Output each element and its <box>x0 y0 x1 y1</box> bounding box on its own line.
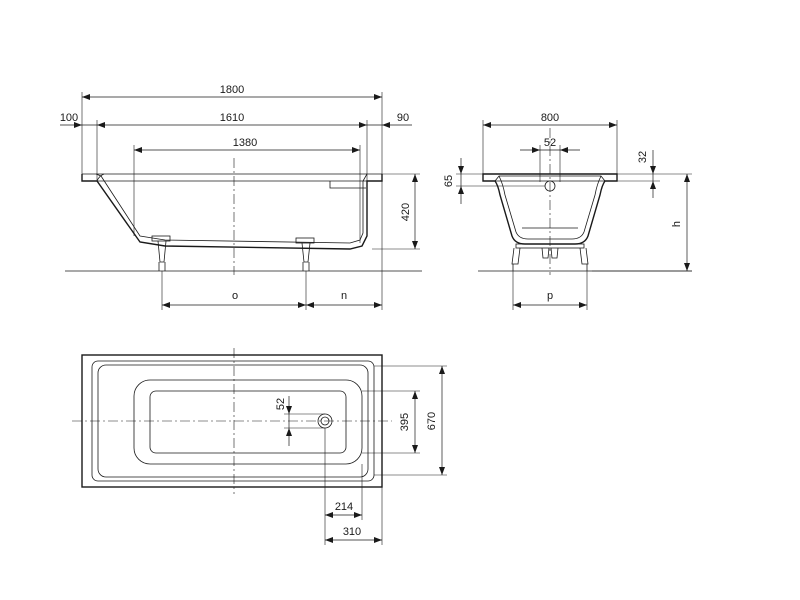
dim-inner-width-label: 670 <box>426 412 438 430</box>
plan-view-bottom-outer <box>133 379 363 465</box>
end-view: 800 52 65 32 h p <box>443 112 692 310</box>
dim-overflow-offset-label: 32 <box>637 151 649 163</box>
side-view-tub-outline <box>81 174 383 250</box>
dim-waste-offset-label: 214 <box>335 501 353 513</box>
dim-n-label: n <box>341 290 347 302</box>
dim-width-label: 800 <box>541 112 559 124</box>
dim-rim-left-label: 100 <box>60 112 78 124</box>
dim-inner-length-label: 1610 <box>220 112 244 124</box>
dim-end-waste-label: 52 <box>544 137 556 149</box>
dim-bottom-length-label: 1380 <box>233 137 257 149</box>
plan-view-waste-inner <box>320 416 330 426</box>
dim-rim-right-label: 90 <box>397 112 409 124</box>
dim-rim-height-label: 65 <box>443 175 455 187</box>
side-view-foot-left <box>151 235 171 271</box>
dim-plan-waste-label: 52 <box>275 398 287 410</box>
dim-o-label: o <box>232 290 238 302</box>
plan-view-bottom-inner <box>149 390 347 454</box>
end-view-feet <box>511 243 589 271</box>
plan-view: 52 395 670 214 310 <box>72 348 447 545</box>
dim-bottom-width-label: 395 <box>399 413 411 431</box>
side-view-foot-right <box>295 237 315 271</box>
dim-rim-offset-label: 310 <box>343 526 361 538</box>
dim-p-label: p <box>547 290 553 302</box>
dim-h-label: h <box>671 221 683 227</box>
dim-depth-label: 420 <box>400 203 412 221</box>
side-view: 1800 1610 100 90 1380 420 o n <box>60 84 422 310</box>
dim-overall-length-label: 1800 <box>220 84 244 96</box>
side-view-overflow-panel <box>329 181 366 189</box>
side-view-inner-line <box>95 173 368 244</box>
